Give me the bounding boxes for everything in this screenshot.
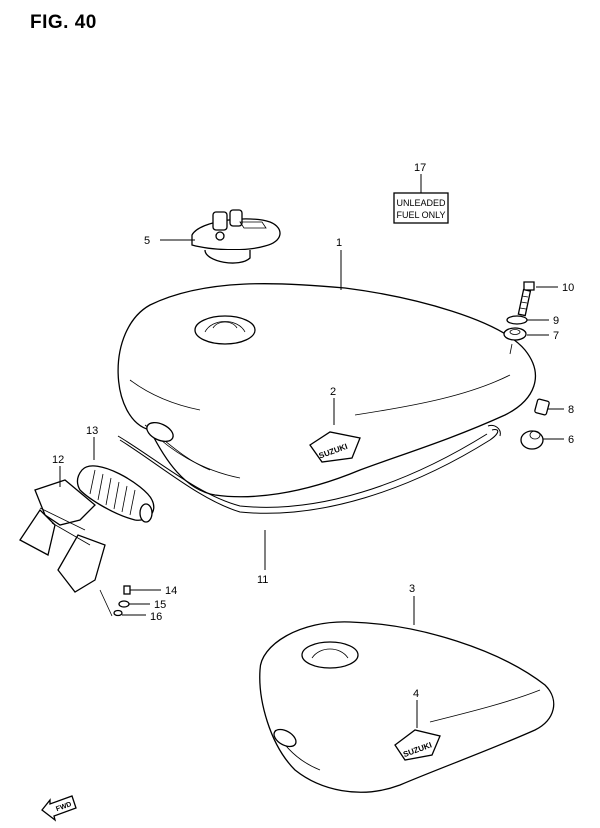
fwd-arrow: FWD bbox=[41, 795, 77, 822]
spacer bbox=[534, 398, 550, 416]
fuel-cap bbox=[191, 209, 281, 264]
callout-15: 15 bbox=[154, 599, 166, 611]
callout-6: 6 bbox=[568, 434, 574, 446]
label-line2: FUEL ONLY bbox=[396, 210, 445, 220]
figure-title: FIG. 40 bbox=[30, 12, 97, 33]
callout-3: 3 bbox=[409, 583, 415, 595]
callout-numbers: 1 2 3 4 5 6 7 8 9 10 11 12 13 14 15 16 1… bbox=[52, 162, 574, 700]
label-line1: UNLEADED bbox=[396, 198, 446, 208]
knee-grip-rubber bbox=[76, 465, 155, 523]
nut bbox=[113, 609, 123, 617]
callout-8: 8 bbox=[568, 404, 574, 416]
fuel-tank-main bbox=[117, 282, 536, 498]
fuel-label: UNLEADED FUEL ONLY bbox=[393, 192, 449, 224]
dash-leader bbox=[99, 589, 113, 617]
knee-grip-bracket bbox=[19, 479, 106, 593]
callout-2: 2 bbox=[330, 386, 336, 398]
tank-strap bbox=[117, 425, 501, 514]
callout-4: 4 bbox=[413, 688, 419, 700]
callout-10: 10 bbox=[562, 282, 574, 294]
tank-emblem-lower: SUZUKI bbox=[394, 729, 441, 761]
callout-11: 11 bbox=[257, 574, 268, 586]
callout-13: 13 bbox=[86, 425, 98, 437]
callout-12: 12 bbox=[52, 454, 64, 466]
callout-1: 1 bbox=[336, 237, 342, 249]
tank-emblem-upper: SUZUKI bbox=[309, 431, 361, 463]
dash-mark bbox=[509, 343, 513, 355]
screw bbox=[123, 585, 140, 595]
front-cushion bbox=[520, 430, 544, 450]
callout-9: 9 bbox=[553, 315, 559, 327]
callout-14: 14 bbox=[165, 585, 177, 597]
fuel-tank-alt bbox=[259, 621, 555, 793]
leader-lines bbox=[59, 174, 564, 728]
callout-5: 5 bbox=[144, 235, 150, 247]
mount-bolt bbox=[517, 281, 535, 317]
cushion-rear bbox=[503, 327, 527, 341]
lock-washer bbox=[118, 600, 130, 608]
washer bbox=[506, 315, 528, 325]
callout-7: 7 bbox=[553, 330, 559, 342]
callout-16: 16 bbox=[150, 611, 162, 623]
callout-17: 17 bbox=[414, 162, 426, 174]
